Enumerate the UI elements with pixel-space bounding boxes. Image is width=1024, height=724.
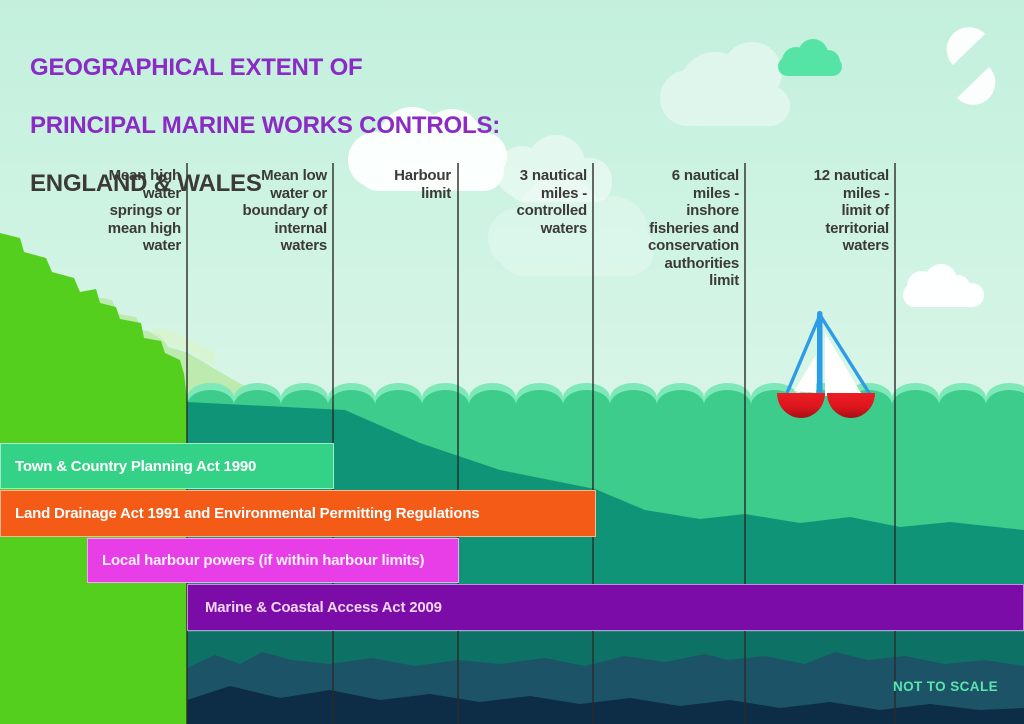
- not-to-scale-note: NOT TO SCALE: [892, 679, 998, 694]
- green-cloud-icon: [778, 39, 842, 76]
- sailboat-icon: [777, 311, 875, 418]
- bar-land-drainage-act: Land Drainage Act 1991 and Environmental…: [0, 490, 596, 537]
- bar-label: Local harbour powers (if within harbour …: [102, 552, 425, 569]
- bar-local-harbour-powers: Local harbour powers (if within harbour …: [87, 538, 459, 583]
- cloud-icon: [903, 264, 984, 307]
- sea-floor-ridge-dark: [187, 686, 1024, 724]
- page-title: GEOGRAPHICAL EXTENT OF PRINCIPAL MARINE …: [30, 24, 500, 227]
- boundary-label-6nm: 6 nautical miles - inshore fisheries and…: [648, 167, 739, 289]
- boundary-label-3nm: 3 nautical miles - controlled waters: [516, 167, 587, 237]
- cloud-icon: [488, 176, 654, 276]
- boundary-label-harbour-limit: Harbour limit: [394, 167, 451, 202]
- bar-town-country-planning-act: Town & Country Planning Act 1990: [0, 443, 334, 489]
- boundary-label-mean-low-water: Mean low water or boundary of internal w…: [242, 167, 328, 254]
- boundary-label-12nm: 12 nautical miles - limit of territorial…: [813, 167, 890, 254]
- cloud-icon: [348, 107, 507, 191]
- cloud-icon: [660, 42, 790, 126]
- bar-marine-coastal-access-act: Marine & Coastal Access Act 2009: [187, 584, 1024, 631]
- bar-label: Town & Country Planning Act 1990: [15, 457, 257, 475]
- page-title-line1: GEOGRAPHICAL EXTENT OF: [30, 54, 363, 81]
- coastal-slope-lighter: [150, 328, 215, 366]
- s-logo-icon: [946, 27, 996, 105]
- bar-label: Land Drainage Act 1991 and Environmental…: [15, 505, 480, 522]
- boundary-label-mean-high-water: Mean high water springs or mean high wat…: [107, 167, 181, 254]
- bar-label: Marine & Coastal Access Act 2009: [205, 599, 442, 616]
- page-title-line3: ENGLAND & WALES: [30, 170, 262, 197]
- cloud-icon: [496, 135, 612, 202]
- page-title-line2: PRINCIPAL MARINE WORKS CONTROLS:: [30, 112, 501, 139]
